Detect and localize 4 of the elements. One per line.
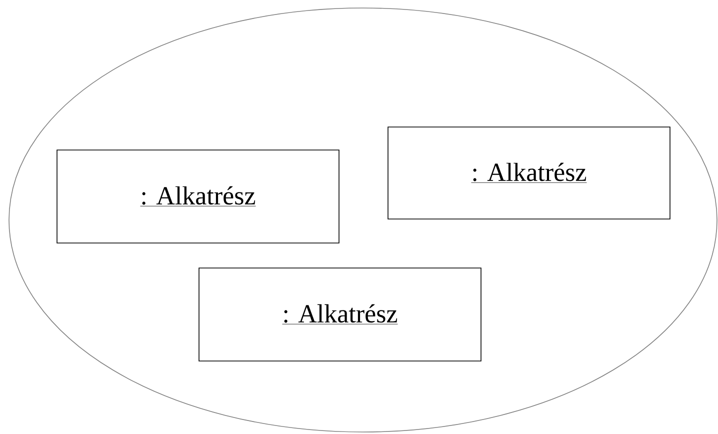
part-box: : Alkatrész [56,150,340,244]
part-box: : Alkatrész [198,268,482,362]
ellipse-outline [8,8,718,432]
part-box: : Alkatrész [388,126,670,220]
